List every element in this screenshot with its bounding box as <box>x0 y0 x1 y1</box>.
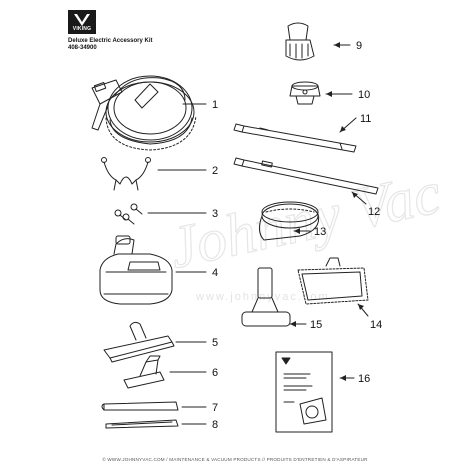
part-7-crevice-tool-drawing <box>101 401 179 411</box>
part-8-flat-crevice-drawing <box>105 419 179 429</box>
part-9-dusting-brush-drawing <box>285 22 315 61</box>
part-number-4: 4 <box>212 267 218 279</box>
part-5-floor-brush-drawing <box>103 321 175 363</box>
part-11-wand-drawing <box>233 123 357 153</box>
part-number-14: 14 <box>370 319 382 331</box>
part-15-turbo-brush-drawing <box>241 267 291 327</box>
part-2-clip-drawing <box>101 157 151 191</box>
part-number-13: 13 <box>314 226 326 238</box>
kit-code: 408-34900 <box>68 45 97 51</box>
part-number-7: 7 <box>212 402 218 414</box>
part-number-12: 12 <box>368 206 380 218</box>
part-number-2: 2 <box>212 165 218 177</box>
leader-arrowheads <box>290 42 364 381</box>
part-12-wand-extension-drawing <box>233 157 379 195</box>
watermark-url: www.johnnyvac.com <box>195 291 330 303</box>
part-4-power-nozzle-drawing <box>99 235 173 305</box>
brand-name: VIKING <box>72 26 92 32</box>
part-number-16: 16 <box>358 373 370 385</box>
part-number-5: 5 <box>212 337 218 349</box>
viking-logo <box>68 10 96 34</box>
part-3-screws-drawing <box>114 203 143 225</box>
kit-title: Deluxe Electric Accessory Kit <box>68 38 153 44</box>
part-16-manual-drawing <box>275 351 333 433</box>
part-6-upholstery-tool-drawing <box>123 355 165 389</box>
part-number-3: 3 <box>212 208 218 220</box>
part-number-15: 15 <box>310 319 322 331</box>
part-number-10: 10 <box>358 89 370 101</box>
part-13-hose-sock-drawing <box>258 201 320 241</box>
part-10-adapter-drawing <box>289 81 321 105</box>
footer-text: © WWW.JOHNNYVAC.COM / MAINTENANCE & VACU… <box>102 457 368 462</box>
part-14-dust-mop-drawing <box>297 257 369 305</box>
part-number-1: 1 <box>212 99 218 111</box>
part-number-11: 11 <box>360 113 371 125</box>
part-number-9: 9 <box>356 40 362 52</box>
part-number-8: 8 <box>212 419 218 431</box>
part-1-hose-drawing <box>91 75 197 151</box>
part-number-6: 6 <box>212 367 218 379</box>
